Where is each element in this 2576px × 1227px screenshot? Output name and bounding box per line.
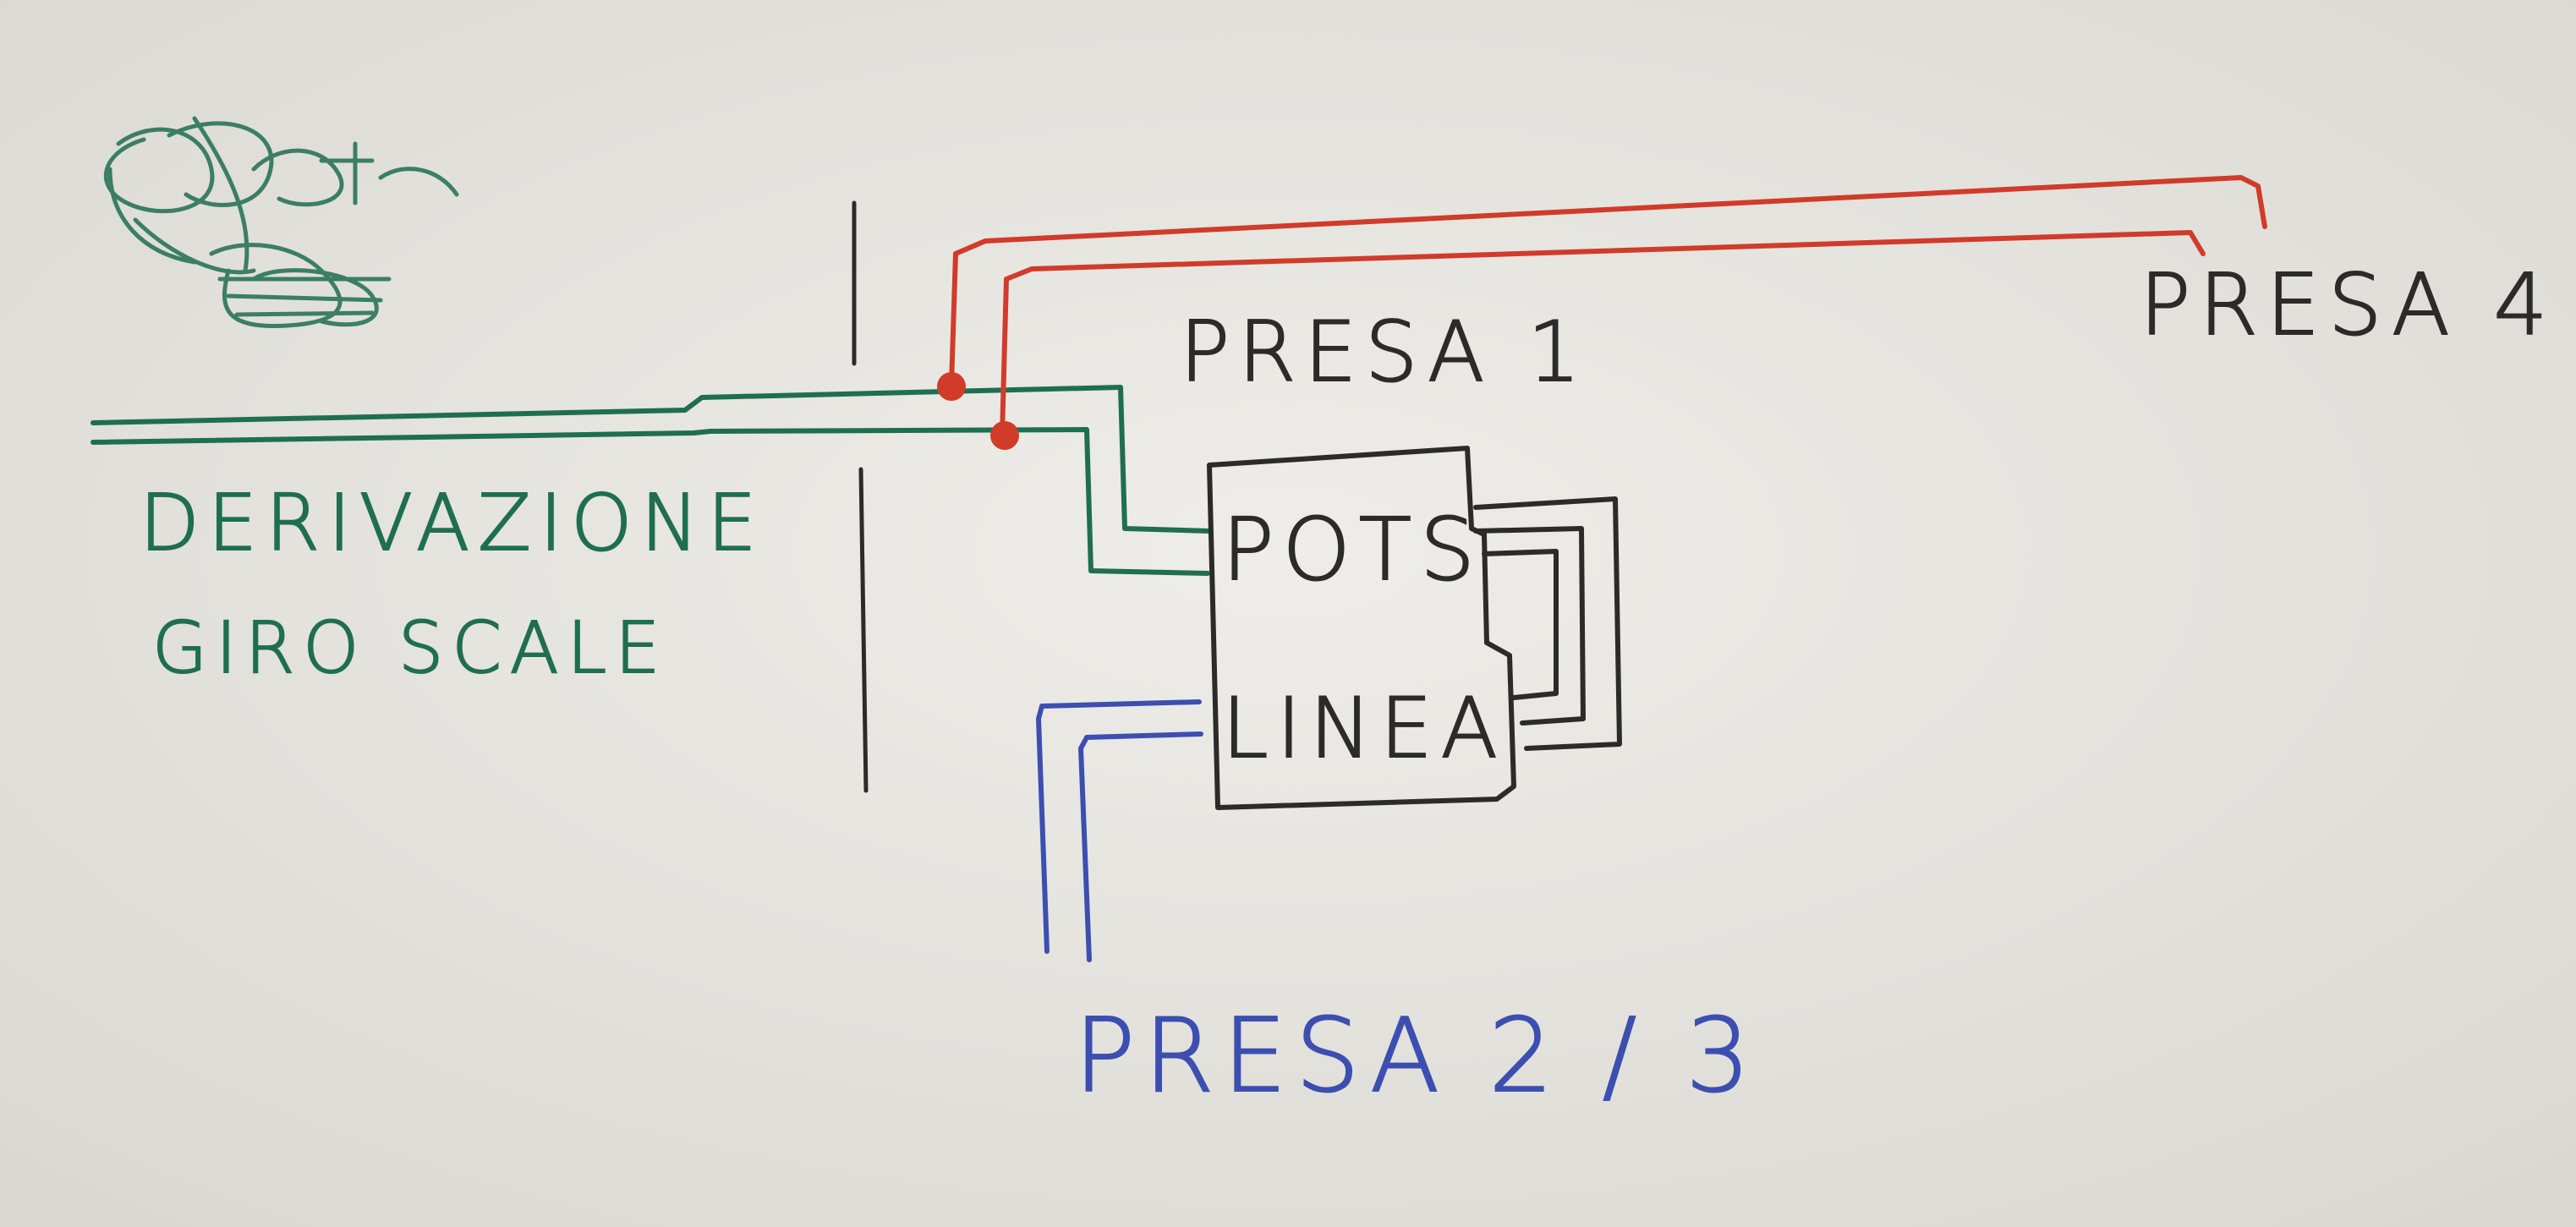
derivazione-label: DERIVAZIONE	[140, 478, 765, 568]
blue-wires	[1036, 699, 1203, 962]
giro-scale-label: GIRO SCALE	[152, 606, 668, 689]
outlet-box	[1207, 446, 1622, 810]
wall-line	[852, 200, 869, 793]
junction-dot	[937, 372, 966, 401]
green-feed-wires	[90, 385, 1212, 576]
presa1-label: PRESA 1	[1180, 304, 1589, 401]
linea-label: LINEA	[1222, 681, 1506, 777]
presa23-label: PRESA 2 / 3	[1074, 998, 1759, 1115]
presa4-label: PRESA 4	[2140, 255, 2556, 354]
red-wires	[949, 175, 2267, 438]
junction-dot	[990, 421, 1019, 450]
scribble-mark	[103, 116, 459, 329]
pots-label: POTS	[1222, 500, 1483, 600]
